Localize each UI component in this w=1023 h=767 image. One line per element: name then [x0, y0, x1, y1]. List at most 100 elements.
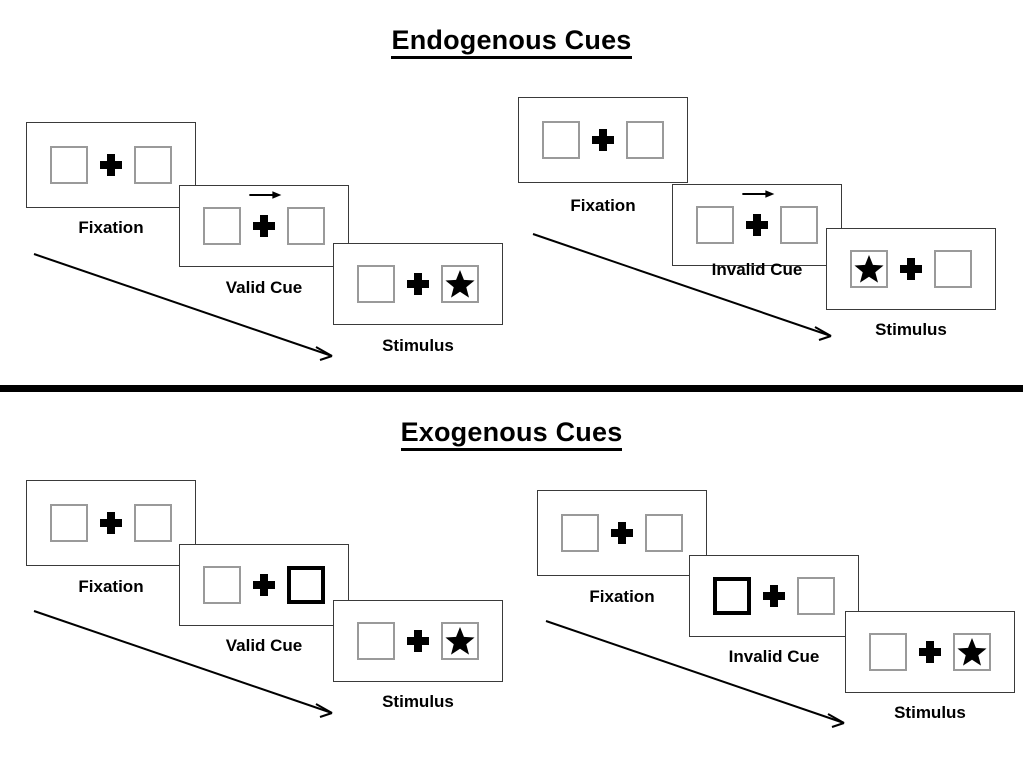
plus-icon [900, 258, 922, 280]
plus-icon [253, 215, 275, 237]
frame-contents [357, 261, 479, 307]
fixation-cross-wrap [395, 618, 441, 664]
plus-icon [407, 273, 429, 295]
caption-stimulus: Stimulus [382, 336, 454, 355]
left-box [542, 121, 580, 159]
caption-stimulus: Stimulus [875, 320, 947, 339]
plus-icon [919, 641, 941, 663]
frame-contents [50, 500, 172, 546]
right-box [780, 206, 818, 244]
trial-frame-fixation [26, 480, 196, 566]
right-box-cued [287, 566, 325, 604]
frame-contents [203, 191, 325, 249]
left-box [50, 504, 88, 542]
left-box [561, 514, 599, 552]
star-icon [854, 254, 884, 283]
trial-frame-valid-cue [179, 544, 349, 626]
section-divider [0, 385, 1023, 392]
right-box [645, 514, 683, 552]
fixation-cross-wrap [751, 573, 797, 619]
left-box [850, 250, 888, 288]
trial-frame-stimulus [333, 243, 503, 325]
trial-frame-fixation [537, 490, 707, 576]
star-icon [445, 626, 475, 655]
plus-icon [100, 154, 122, 176]
trial-frame-stimulus [826, 228, 996, 310]
section-title-exogenous: Exogenous Cues [0, 417, 1023, 451]
trial-frame-stimulus [845, 611, 1015, 693]
section-title-endogenous: Endogenous Cues [0, 25, 1023, 59]
caption-invalid-cue: Invalid Cue [711, 260, 803, 279]
caption-stimulus: Stimulus [382, 692, 454, 711]
time-arrow-icon [33, 610, 333, 718]
trial-frame-invalid-cue [672, 184, 842, 266]
caption-fixation: Fixation [570, 196, 636, 215]
right-box [797, 577, 835, 615]
frame-contents [542, 117, 664, 163]
left-box [50, 146, 88, 184]
right-box [626, 121, 664, 159]
left-box [203, 566, 241, 604]
right-box [287, 207, 325, 245]
fixation-cross-wrap [734, 190, 780, 248]
section-endogenous: Endogenous Cues Fixation [0, 25, 1023, 361]
plus-icon [763, 585, 785, 607]
plus-icon [100, 512, 122, 534]
right-box [441, 622, 479, 660]
left-box [357, 622, 395, 660]
time-arrow-icon [33, 253, 333, 361]
fixation-cross-wrap [580, 117, 626, 163]
plus-icon [253, 574, 275, 596]
trial-frame-invalid-cue [689, 555, 859, 637]
caption-fixation: Fixation [78, 218, 144, 237]
fixation-cross-wrap [241, 191, 287, 249]
arrow-right-icon [742, 190, 775, 198]
fixation-cross-wrap [88, 500, 134, 546]
caption-invalid-cue: Invalid Cue [728, 647, 820, 666]
fixation-cross-wrap [88, 142, 134, 188]
right-box [934, 250, 972, 288]
frame-contents [203, 562, 325, 608]
left-box [696, 206, 734, 244]
section-title-endogenous-text: Endogenous Cues [391, 25, 632, 59]
fixation-cross-wrap [395, 261, 441, 307]
plus-icon [611, 522, 633, 544]
star-icon [445, 269, 475, 298]
fixation-cross-wrap [907, 629, 953, 675]
fixation-cross-wrap [888, 246, 934, 292]
right-box [134, 504, 172, 542]
section-title-exogenous-text: Exogenous Cues [400, 417, 623, 451]
right-box [953, 633, 991, 671]
trial-frame-valid-cue [179, 185, 349, 267]
frame-contents [357, 618, 479, 664]
caption-valid-cue: Valid Cue [225, 636, 303, 655]
left-box-cued [713, 577, 751, 615]
right-box [134, 146, 172, 184]
plus-icon [746, 214, 768, 236]
frame-contents [850, 246, 972, 292]
caption-fixation: Fixation [589, 587, 655, 606]
plus-icon [592, 129, 614, 151]
left-box [203, 207, 241, 245]
star-icon [957, 637, 987, 666]
frame-contents [696, 190, 818, 248]
caption-valid-cue: Valid Cue [225, 278, 303, 297]
arrow-right-icon [249, 191, 282, 199]
frame-contents [561, 510, 683, 556]
fixation-cross-wrap [241, 562, 287, 608]
caption-fixation: Fixation [78, 577, 144, 596]
left-box [869, 633, 907, 671]
right-box [441, 265, 479, 303]
trial-frame-fixation [518, 97, 688, 183]
caption-stimulus: Stimulus [894, 703, 966, 722]
frame-contents [869, 629, 991, 675]
time-arrow-icon [545, 620, 845, 728]
frame-contents [713, 573, 835, 619]
trial-frame-fixation [26, 122, 196, 208]
fixation-cross-wrap [599, 510, 645, 556]
frame-contents [50, 142, 172, 188]
plus-icon [407, 630, 429, 652]
section-exogenous: Exogenous Cues Fixation Valid Cue [0, 392, 1023, 767]
trial-frame-stimulus [333, 600, 503, 682]
left-box [357, 265, 395, 303]
